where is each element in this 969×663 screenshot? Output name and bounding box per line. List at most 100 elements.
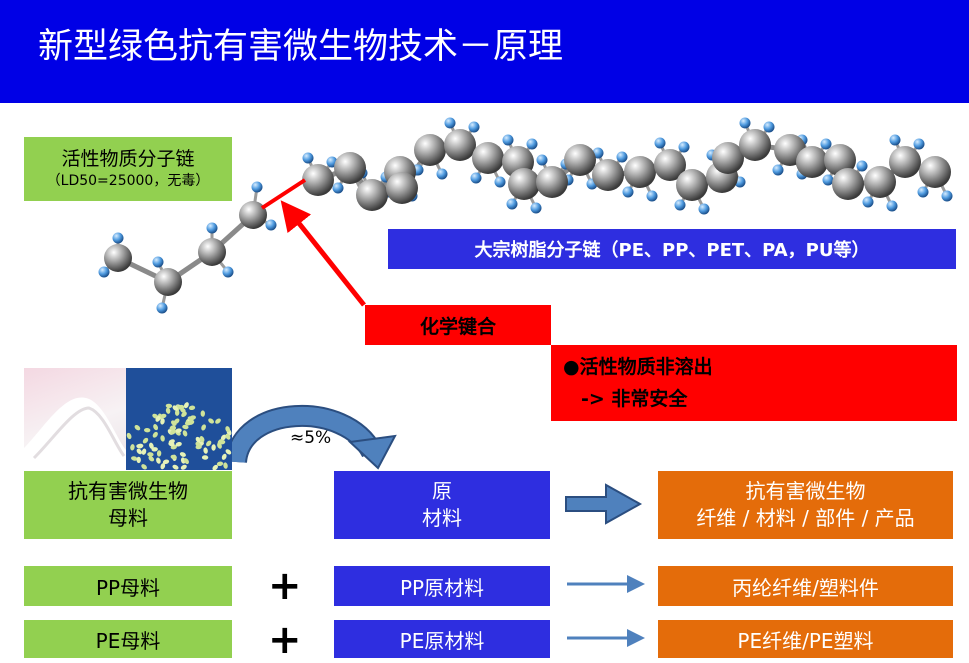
- pellet: [182, 430, 188, 437]
- pellet: [172, 405, 179, 411]
- pellet: [160, 418, 165, 425]
- hydrogen-atom: [646, 190, 658, 202]
- carbon-atom: [386, 172, 418, 204]
- pellet: [144, 427, 151, 433]
- hydrogen-atom: [820, 138, 832, 150]
- hydrogen-atom: [678, 141, 690, 153]
- pellet: [130, 444, 135, 451]
- title-bar: 新型绿色抗有害微生物技术－原理: [0, 0, 969, 103]
- pellet: [195, 441, 201, 448]
- pellet: [203, 447, 208, 454]
- hydrogen-atom: [763, 121, 775, 133]
- carbon-atom: [104, 244, 132, 272]
- row-pe-masterbatch: PE母料: [24, 620, 232, 658]
- carbon-atom: [592, 159, 624, 191]
- carbon-atom: [739, 129, 771, 161]
- pellet: [225, 433, 231, 440]
- carbon-atom: [154, 268, 182, 296]
- carbon-atom: [796, 146, 828, 178]
- hydrogen-atom: [98, 266, 110, 278]
- pellet: [156, 450, 162, 457]
- hydrogen-atom: [674, 199, 686, 211]
- hydrogen-atom: [886, 200, 898, 212]
- pellet: [201, 455, 209, 460]
- page-title: 新型绿色抗有害微生物技术－原理: [38, 27, 564, 67]
- carbon-atom: [356, 179, 388, 211]
- carbon-atom: [302, 164, 334, 196]
- pellet: [136, 448, 143, 455]
- row-pp-middle-label: PP原材料: [399, 575, 485, 600]
- hydrogen-atom: [739, 117, 751, 129]
- raw-material-line2: 材料: [422, 506, 462, 530]
- curved-arrow: [227, 406, 380, 464]
- row-pe-plus: +: [268, 617, 302, 663]
- carbon-atom: [564, 144, 596, 176]
- hydrogen-atom: [265, 219, 277, 231]
- pellet: [160, 463, 166, 470]
- pellet: [182, 424, 189, 430]
- hydrogen-atom: [444, 117, 456, 129]
- pellet: [137, 443, 144, 449]
- pellet: [172, 464, 179, 470]
- hydrogen-atom: [913, 138, 925, 150]
- hydrogen-atom: [941, 190, 953, 202]
- hydrogen-atom: [502, 134, 514, 146]
- row-pp-product: 丙纶纤维/塑料件: [658, 566, 953, 606]
- bond-line: [260, 178, 307, 210]
- masterbatch-box: 抗有害微生物 母料: [24, 471, 232, 539]
- hydrogen-atom: [526, 138, 538, 150]
- pellet: [225, 449, 232, 455]
- pellet: [211, 444, 216, 451]
- product-line2: 纤维 / 材料 / 部件 / 产品: [696, 506, 915, 530]
- pellet: [223, 462, 228, 469]
- pellets-photo: [126, 368, 232, 470]
- hydrogen-atom: [506, 198, 518, 210]
- hydrogen-atom: [917, 186, 929, 198]
- pellet: [152, 431, 158, 438]
- carbon-atom: [676, 169, 708, 201]
- pellet: [200, 410, 206, 417]
- ratio-label: ≈5%: [290, 428, 332, 448]
- carbon-atom: [414, 134, 446, 166]
- pellet: [215, 418, 221, 424]
- row-pe-middle-label: PE原材料: [399, 628, 485, 653]
- pellet: [147, 452, 154, 457]
- carbon-atom: [472, 142, 504, 174]
- hydrogen-atom: [112, 232, 124, 244]
- pellet: [168, 441, 175, 447]
- pellet: [221, 453, 227, 460]
- row-pp-right-label: 丙纶纤维/塑料件: [732, 575, 879, 600]
- carbon-atom: [889, 146, 921, 178]
- curved-arrow-head: [347, 434, 397, 470]
- hydrogen-atom: [862, 196, 874, 208]
- row-pp-masterbatch: PP母料: [24, 566, 232, 606]
- pellet: [155, 415, 161, 422]
- hydrogen-atom: [251, 181, 263, 193]
- hydrogen-atom: [156, 302, 168, 314]
- raw-material-box: 原 材料: [334, 471, 550, 539]
- pellet: [188, 420, 195, 425]
- pellet: [126, 432, 132, 440]
- hydrogen-atom: [494, 176, 506, 188]
- pellet: [183, 402, 189, 409]
- pellet: [170, 454, 177, 460]
- row-pe-product: PE纤维/PE塑料: [658, 620, 953, 658]
- resin-chain-label: 大宗树脂分子链（PE、PP、PET、PA，PU等）: [474, 240, 870, 261]
- pellet: [141, 448, 147, 455]
- hydrogen-atom: [698, 203, 710, 215]
- carbon-atom: [198, 238, 226, 266]
- hydrogen-atom: [616, 151, 628, 163]
- pellet: [149, 442, 154, 449]
- pellet: [153, 424, 159, 431]
- pellet: [216, 461, 224, 467]
- hydrogen-atom: [222, 266, 234, 278]
- chemical-bond-box: 化学键合: [365, 305, 551, 345]
- carbon-atom: [654, 149, 686, 181]
- pellet: [212, 464, 218, 470]
- hydrogen-atom: [654, 137, 666, 149]
- pellets-icon: [126, 402, 232, 470]
- raw-material-line1: 原: [432, 479, 452, 503]
- row-pe-left-label: PE母料: [95, 628, 161, 653]
- hydrogen-atom: [206, 222, 218, 234]
